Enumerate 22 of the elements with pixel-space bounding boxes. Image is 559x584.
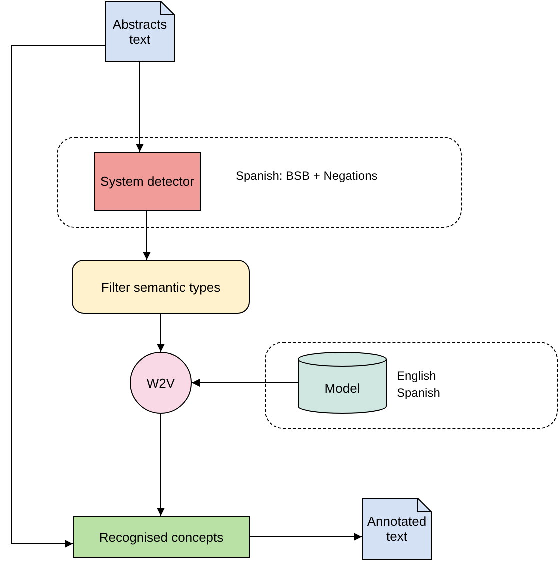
- arrow: [250, 533, 362, 541]
- annotation-text: Spanish: [397, 385, 440, 402]
- dashed-group-box: [265, 342, 558, 429]
- node-label: System detector: [100, 174, 194, 189]
- arrow: [12, 46, 106, 548]
- node-label: Filter semantic types: [101, 280, 221, 294]
- arrow: [136, 62, 144, 152]
- node-label: Abstracts text: [112, 16, 168, 46]
- node-label: Recognised concepts: [99, 530, 224, 544]
- annotation-text: Spanish: BSB + Negations: [236, 168, 378, 185]
- process-box: [73, 516, 250, 558]
- arrow: [157, 414, 165, 516]
- arrow: [157, 314, 165, 352]
- dashed-group-box: [57, 137, 462, 228]
- node-label: Model: [324, 380, 360, 396]
- node-label: W2V: [146, 376, 176, 390]
- arrow: [143, 210, 151, 260]
- arrow: [192, 379, 298, 387]
- annotation-text: English: [397, 368, 438, 385]
- process-box: [94, 152, 201, 211]
- node-label: Annotated text: [366, 514, 428, 544]
- process-box: [72, 260, 250, 314]
